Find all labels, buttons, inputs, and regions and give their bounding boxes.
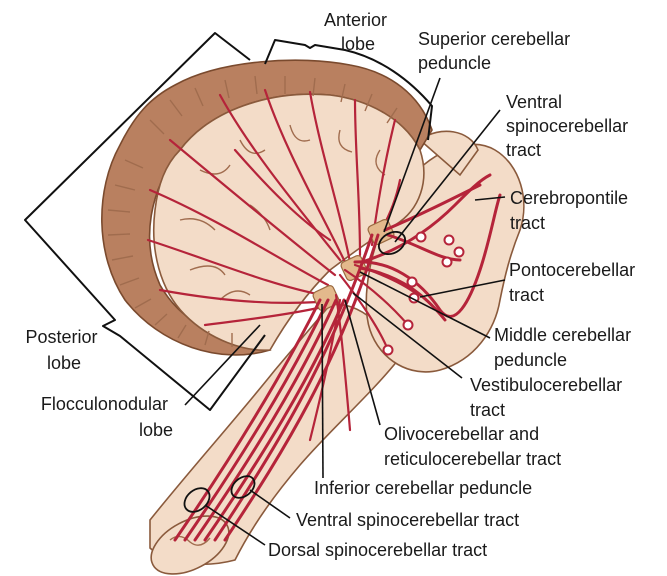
label-posterior-lobe: Posterior lobe: [25, 327, 102, 373]
spinal-cord-cross-section: [150, 515, 230, 575]
label-vestibulocerebellar-tract: Vestibulocerebellar tract: [470, 375, 627, 420]
cerebellum: [101, 59, 433, 356]
internal-folia: [179, 124, 386, 301]
label-inferior-cerebellar-peduncle: Inferior cerebellar peduncle: [314, 478, 532, 498]
label-pontocerebellar-tract: Pontocerebellar tract: [509, 260, 640, 305]
nuclei: [382, 231, 465, 356]
cerebellar-fibers: [146, 88, 402, 327]
ring-ventral-spino-top: [377, 230, 407, 256]
label-middle-cerebellar-peduncle: Middle cerebellar peduncle: [494, 325, 636, 370]
label-ventral-spinocerebellar-tract-top: Ventral spinocerebellar tract: [506, 92, 633, 160]
leader-lines: [184, 77, 506, 546]
ring-dorsal-spino: [183, 487, 211, 513]
label-olivocerebellar-tract: Olivocerebellar and reticulocerebellar t…: [384, 424, 561, 469]
label-ventral-spinocerebellar-tract-bottom: Ventral spinocerebellar tract: [296, 510, 519, 530]
cortex-folia: [107, 75, 398, 347]
label-anterior-lobe: Anterior lobe: [324, 10, 392, 54]
label-cerebropontile-tract: Cerebropontile tract: [510, 188, 633, 233]
posterior-lobe-bracket: [24, 32, 266, 411]
label-flocculonodular-lobe: Flocculonodular lobe: [41, 394, 173, 440]
label-superior-cerebellar-peduncle: Superior cerebellar peduncle: [418, 29, 575, 73]
anterior-lobe-bracket: [264, 39, 433, 141]
ring-ventral-spino-bottom: [230, 475, 256, 499]
labels: Anterior lobe Superior cerebellar pedunc…: [25, 10, 640, 560]
label-dorsal-spinocerebellar-tract: Dorsal spinocerebellar tract: [268, 540, 487, 560]
